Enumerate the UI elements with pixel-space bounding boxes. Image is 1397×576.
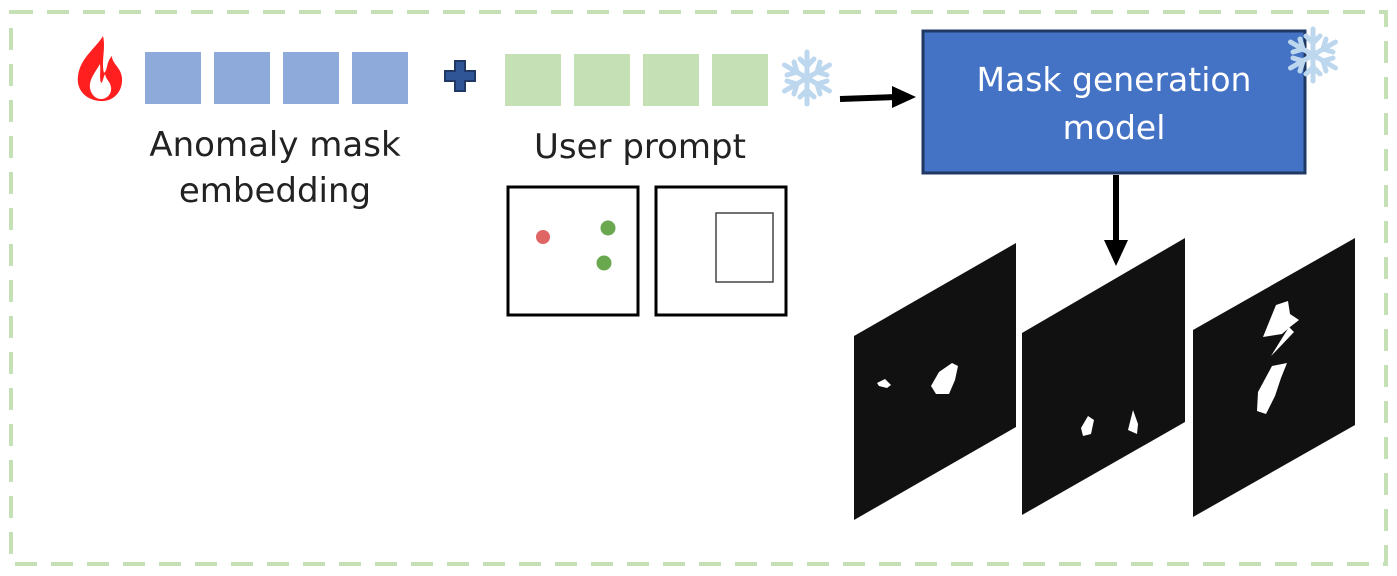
mask-blob [1271, 327, 1294, 356]
anomaly-embedding-tokens [145, 52, 408, 104]
embedding-label: Anomaly mask embedding [120, 122, 430, 214]
embedding-token [214, 52, 270, 104]
negative-point [536, 230, 550, 244]
point-prompt-example [506, 185, 640, 317]
prompt-token [643, 54, 699, 106]
prompt-token [574, 54, 630, 106]
mask-blob [1128, 410, 1138, 434]
mask-blob [1081, 416, 1094, 436]
output-mask [854, 243, 1016, 520]
plus-icon [444, 60, 476, 92]
embedding-token [352, 52, 408, 104]
mask-generation-model-block [921, 29, 1307, 175]
output-mask [1193, 238, 1355, 517]
model-title-line2: model [1062, 108, 1166, 147]
prompt-token [505, 54, 561, 106]
user-prompt-label: User prompt [534, 127, 746, 167]
model-title: Mask generation model [923, 56, 1305, 152]
mask-blob [1257, 363, 1287, 414]
snowflake-icon [785, 52, 830, 104]
output-mask [1022, 238, 1185, 515]
embedding-label-line2: embedding [178, 171, 372, 211]
mask-blob [877, 379, 891, 388]
embedding-token [145, 52, 201, 104]
box-prompt-example [654, 185, 788, 317]
mask-blob [1263, 301, 1299, 337]
embedding-label-line1: Anomaly mask [149, 125, 401, 165]
box-prompt [715, 212, 774, 283]
outer-dashed-frame [9, 10, 1388, 566]
arrow-to-model [839, 86, 916, 108]
arrow-to-outputs [1104, 175, 1128, 266]
model-title-line1: Mask generation [976, 60, 1252, 99]
positive-point [600, 220, 616, 236]
mask-blob [931, 363, 958, 394]
user-prompt-tokens [505, 54, 768, 106]
fire-icon [77, 36, 123, 102]
embedding-token [283, 52, 339, 104]
positive-point [596, 255, 612, 271]
prompt-token [712, 54, 768, 106]
